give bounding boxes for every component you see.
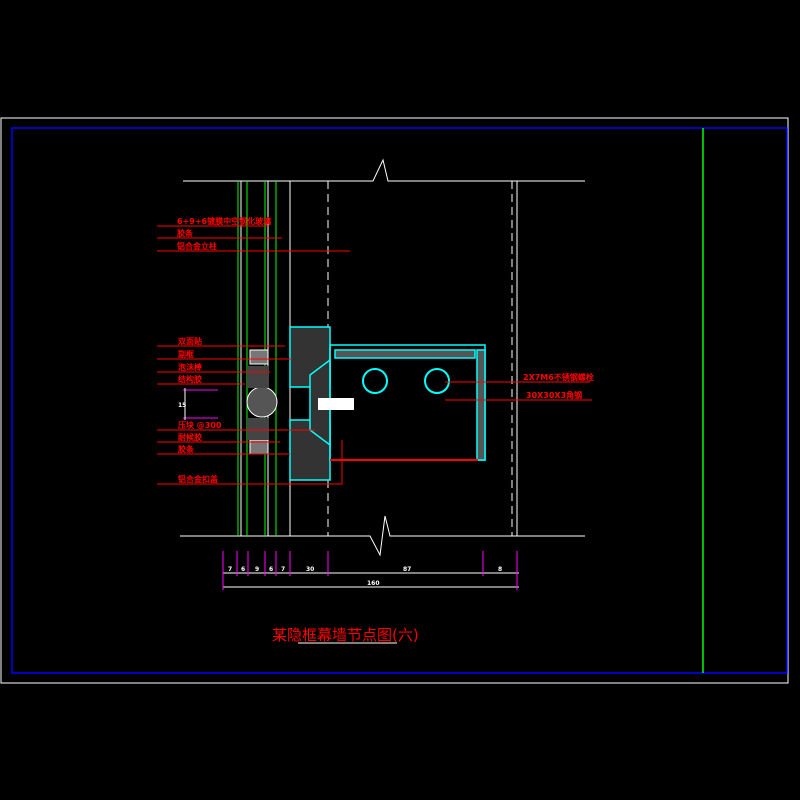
drawing-title: 某隐框幕墙节点图(六)	[272, 626, 419, 644]
dim-total: 160	[367, 580, 380, 587]
spacer-top	[249, 349, 269, 365]
bolt	[318, 398, 354, 410]
label-cover: 铝合金扣盖	[178, 474, 218, 484]
structural-sealant-top	[247, 366, 269, 388]
label-foam-rod: 泡沫棒	[178, 362, 203, 372]
foam-rod	[246, 386, 278, 418]
label-weather-sealant: 耐候胶	[178, 432, 202, 442]
label-tape: 双面贴	[178, 336, 202, 346]
dim-6: 30	[306, 566, 314, 573]
gap-dimension-text: 15	[178, 402, 186, 409]
dim-2: 6	[241, 566, 245, 573]
top-break-line	[183, 158, 585, 182]
label-bolt: 2X7M6不锈钢螺栓	[523, 372, 594, 382]
label-strip: 胶条	[177, 228, 194, 238]
dim-7: 87	[403, 566, 411, 573]
drawing-frame	[11, 127, 788, 674]
structural-sealant-bottom	[247, 418, 269, 440]
label-pressure-block: 压块 @300	[178, 420, 222, 430]
bottom-break-line	[180, 515, 585, 557]
label-structural-sealant: 结构胶	[178, 374, 202, 384]
bolt-hole-2	[424, 368, 450, 394]
left-leaders	[157, 225, 592, 485]
dim-4: 6	[269, 566, 273, 573]
label-angle-steel: 30X30X3角钢	[526, 390, 582, 400]
dim-1: 7	[228, 566, 232, 573]
gap-dimension	[183, 388, 218, 420]
label-mullion: 铝合金立柱	[177, 241, 217, 251]
dimension-lines	[222, 551, 519, 590]
left-labels: 6+9+6镀膜中空钢化玻璃 胶条 铝合金立柱 双面贴 副框 泡沫棒 结构胶 压块…	[177, 216, 271, 484]
label-strip-2: 胶条	[178, 444, 195, 454]
dim-8: 8	[498, 566, 502, 573]
dim-3: 9	[255, 566, 259, 573]
sheet-border	[0, 117, 789, 684]
label-subframe: 副框	[178, 349, 194, 359]
bolt-hole-1	[362, 368, 388, 394]
label-glass: 6+9+6镀膜中空钢化玻璃	[177, 216, 271, 226]
dim-5: 7	[281, 566, 285, 573]
